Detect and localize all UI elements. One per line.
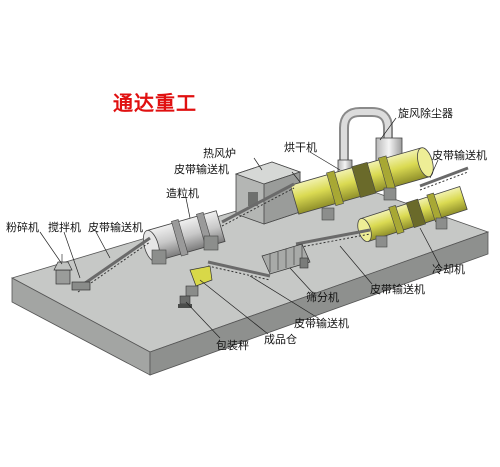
label-product-bin: 成品仓 bbox=[264, 333, 297, 346]
crusher-and-mixer bbox=[53, 254, 91, 291]
label-hot-air-furnace: 热风炉 bbox=[203, 147, 236, 160]
label-belt-conveyor-top-left: 皮带输送机 bbox=[174, 163, 229, 176]
label-mixer: 搅拌机 bbox=[48, 221, 81, 234]
brand-logo-text: 通达重工 bbox=[113, 91, 197, 115]
label-cyclone-dust-collector: 旋风除尘器 bbox=[398, 107, 453, 120]
label-belt-conveyor-lower-right: 皮带输送机 bbox=[370, 283, 425, 296]
label-dryer: 烘干机 bbox=[284, 141, 317, 154]
cooler-drum bbox=[357, 186, 468, 248]
label-crusher: 粉碎机 bbox=[6, 221, 39, 234]
product-bin-and-packing bbox=[178, 265, 213, 308]
leader-lines bbox=[39, 117, 441, 339]
label-screener: 筛分机 bbox=[306, 291, 339, 304]
screener bbox=[261, 243, 311, 275]
label-packing-scale: 包装秤 bbox=[216, 339, 249, 352]
belt-conveyors bbox=[77, 166, 469, 293]
dryer-drum bbox=[290, 147, 434, 221]
label-granulator: 造粒机 bbox=[166, 187, 199, 200]
hot-air-furnace bbox=[234, 161, 302, 225]
label-cooler: 冷却机 bbox=[432, 263, 465, 276]
label-belt-conveyor-left: 皮带输送机 bbox=[88, 221, 143, 234]
label-belt-conveyor-bottom: 皮带输送机 bbox=[294, 317, 349, 330]
label-belt-conveyor-top-right: 皮带输送机 bbox=[432, 149, 487, 162]
